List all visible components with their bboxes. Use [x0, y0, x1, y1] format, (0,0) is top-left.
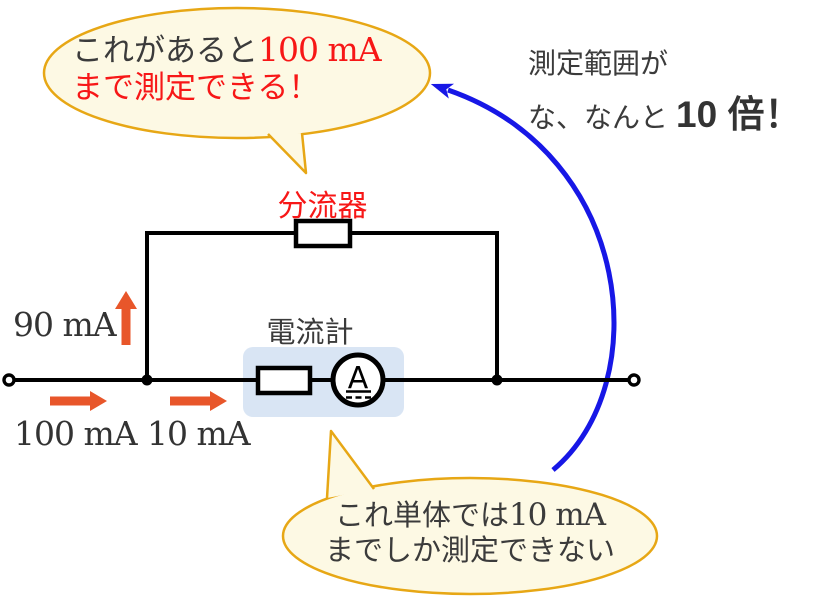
- meter-current-label: 10 mA: [147, 414, 251, 453]
- bottom-callout-line1-jp: これ単体では: [334, 500, 509, 532]
- current-arrow-up-icon: [115, 291, 137, 345]
- top-callout-tail: [267, 132, 308, 175]
- bottom-callout-line2: までしか測定できない: [324, 535, 615, 567]
- shunt-resistor: [293, 218, 353, 249]
- shunt-current-label: 90 mA: [13, 305, 117, 344]
- meter-resistor: [255, 365, 313, 396]
- current-arrow-meter-icon: [170, 391, 227, 411]
- terminal-left: [2, 373, 16, 387]
- shunt-label: 分流器: [277, 190, 368, 223]
- ammeter-symbol: A: [348, 361, 369, 396]
- bottom-callout-text: これ単体では10 mA までしか測定できない: [288, 498, 652, 569]
- input-current-label: 100 mA: [14, 414, 138, 453]
- top-callout-text: これがあると100 mA まで測定できる！: [72, 30, 382, 106]
- current-arrow-input-icon: [50, 391, 107, 411]
- bottom-callout-tail: [325, 429, 376, 499]
- range-note-line2-prefix: な、なんと: [528, 102, 669, 133]
- junction-dot-right: [491, 374, 503, 386]
- ammeter-label: 電流計: [266, 317, 354, 349]
- top-callout-line1-value: 100 mA: [258, 30, 382, 69]
- junction-dot-left: [141, 374, 153, 386]
- top-callout-line1: これがあると100 mA: [72, 30, 382, 69]
- top-callout-line2: まで測定できる！: [72, 70, 320, 105]
- blue-curved-arrow: [430, 83, 617, 472]
- terminal-right: [627, 373, 641, 387]
- range-note-multiplier: 10 倍！: [676, 94, 802, 135]
- bottom-callout-bubble: [281, 476, 659, 596]
- range-note-line1: 測定範囲が: [528, 48, 669, 79]
- top-callout-bubble: [42, 6, 432, 140]
- bottom-callout-line1: これ単体では10 mA: [288, 498, 652, 534]
- top-callout-line1-jp: これがあると: [72, 33, 258, 68]
- bottom-callout-line1-value: 10 mA: [508, 497, 606, 533]
